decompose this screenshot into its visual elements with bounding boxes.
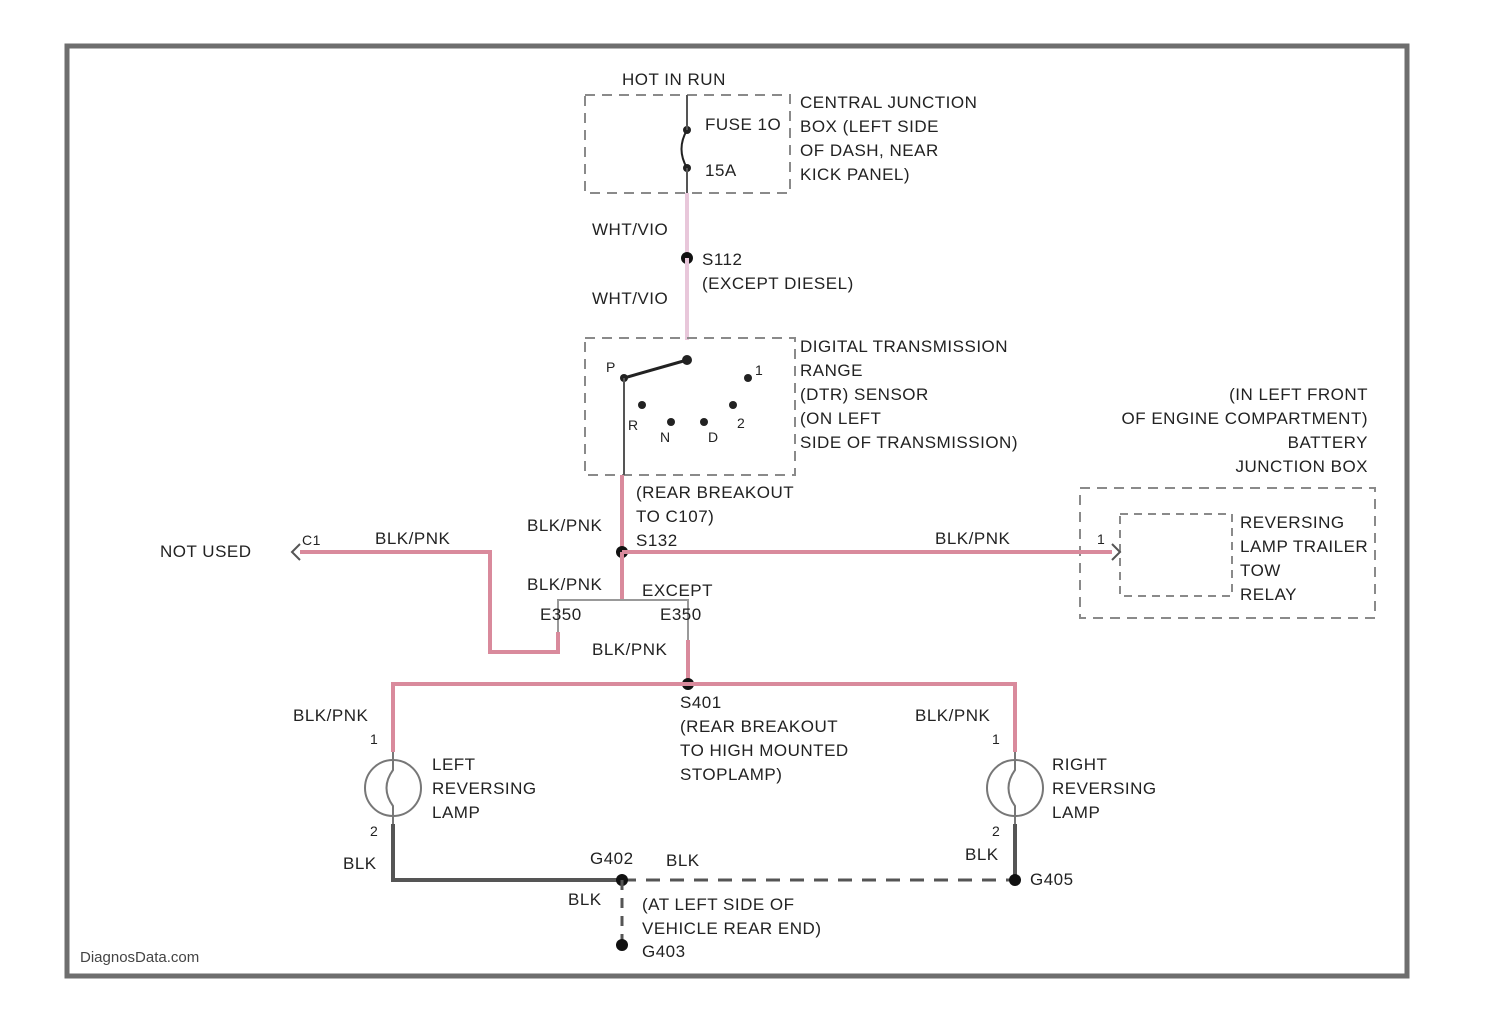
s132-label: S132 — [636, 531, 678, 550]
s401-label-4: STOPLAMP) — [680, 765, 782, 784]
bjb-label-line4: JUNCTION BOX — [1235, 457, 1368, 476]
rear-breakout-label-2: TO C107) — [636, 507, 714, 526]
dtr-label-line2: RANGE — [800, 361, 863, 380]
left-lamp-label-1: LEFT — [432, 755, 476, 774]
left-lamp-pin-2: 2 — [370, 823, 378, 839]
fuse-label: FUSE 1O — [705, 115, 781, 134]
right-lamp-label-2: REVERSING — [1052, 779, 1157, 798]
left-lamp-label-3: LAMP — [432, 803, 480, 822]
blk-label-left: BLK — [343, 854, 377, 873]
left-reversing-lamp-icon — [365, 752, 421, 824]
wht-vio-label-1: WHT/VIO — [592, 220, 668, 239]
blk-pnk-wire-not-used — [300, 552, 558, 652]
ground-location-label-2: VEHICLE REAR END) — [642, 919, 821, 938]
right-reversing-lamp-icon — [987, 752, 1043, 824]
dtr-label-line1: DIGITAL TRANSMISSION — [800, 337, 1008, 356]
blk-pnk-wire-left-lamp — [393, 684, 688, 752]
not-used-label: NOT USED — [160, 542, 252, 561]
ground-location-label-1: (AT LEFT SIDE OF — [642, 895, 795, 914]
s112-sub-label: (EXCEPT DIESEL) — [702, 274, 854, 293]
g402-label: G402 — [590, 849, 634, 868]
dtr-label-line5: SIDE OF TRANSMISSION) — [800, 433, 1018, 452]
e350-label-b: E350 — [660, 605, 702, 624]
not-used-connector — [292, 544, 300, 560]
dtr-pin-r: R — [628, 417, 639, 433]
s401-label-3: TO HIGH MOUNTED — [680, 741, 849, 760]
fuse-amp-label: 15A — [705, 161, 737, 180]
relay-pin-1: 1 — [1097, 531, 1105, 547]
e350-label-a: E350 — [540, 605, 582, 624]
dtr-pin-2: 2 — [737, 415, 745, 431]
g405-label: G405 — [1030, 870, 1074, 889]
cjb-label-line4: KICK PANEL) — [800, 165, 910, 184]
blk-label-center: BLK — [568, 890, 602, 909]
watermark-text: DiagnosData.com — [80, 949, 199, 966]
dtr-pin-p: P — [606, 359, 616, 375]
blk-pnk-label-top: BLK/PNK — [527, 516, 602, 535]
dtr-pin-d: D — [708, 429, 719, 445]
blk-pnk-label-right: BLK/PNK — [935, 529, 1010, 548]
blk-wire-left-ground — [393, 824, 622, 880]
cjb-label-line1: CENTRAL JUNCTION — [800, 93, 977, 112]
blk-label-ground: BLK — [666, 851, 700, 870]
s112-label: S112 — [702, 250, 742, 269]
relay-outline — [1120, 514, 1232, 596]
bjb-label-line1: (IN LEFT FRONT — [1229, 385, 1368, 404]
blk-pnk-label-lower: BLK/PNK — [592, 640, 667, 659]
fuse-symbol — [682, 95, 692, 193]
relay-label-line4: RELAY — [1240, 585, 1297, 604]
s401-label-2: (REAR BREAKOUT — [680, 717, 838, 736]
cjb-label-line3: OF DASH, NEAR — [800, 141, 939, 160]
relay-label-line1: REVERSING — [1240, 513, 1345, 532]
bjb-label-line2: OF ENGINE COMPARTMENT) — [1122, 409, 1369, 428]
right-lamp-label-1: RIGHT — [1052, 755, 1107, 774]
ground-g405 — [1009, 874, 1021, 886]
ground-g403 — [616, 939, 628, 951]
blk-pnk-label-mid: BLK/PNK — [527, 575, 602, 594]
dtr-switch — [620, 355, 752, 475]
s401-label-1: S401 — [680, 693, 722, 712]
blk-pnk-label-right-lamp: BLK/PNK — [915, 706, 990, 725]
wht-vio-label-2: WHT/VIO — [592, 289, 668, 308]
relay-label-line3: TOW — [1240, 561, 1281, 580]
blk-pnk-label-left: BLK/PNK — [375, 529, 450, 548]
bjb-label-line3: BATTERY — [1288, 433, 1368, 452]
right-lamp-pin-2: 2 — [992, 823, 1000, 839]
relay-label-line2: LAMP TRAILER — [1240, 537, 1368, 556]
left-lamp-pin-1: 1 — [370, 731, 378, 747]
diagram-frame — [67, 46, 1407, 976]
right-lamp-pin-1: 1 — [992, 731, 1000, 747]
dtr-pin-1: 1 — [755, 362, 763, 378]
dtr-label-line4: (ON LEFT — [800, 409, 881, 428]
left-lamp-label-2: REVERSING — [432, 779, 537, 798]
dtr-pin-n: N — [660, 429, 671, 445]
relay-connector — [1112, 544, 1120, 560]
blk-label-right: BLK — [965, 845, 999, 864]
except-label: EXCEPT — [642, 581, 713, 600]
rear-breakout-label-1: (REAR BREAKOUT — [636, 483, 794, 502]
hot-in-run-label: HOT IN RUN — [622, 70, 726, 89]
cjb-label-line2: BOX (LEFT SIDE — [800, 117, 939, 136]
c1-pin-label: C1 — [302, 532, 321, 548]
blk-pnk-label-left-lamp: BLK/PNK — [293, 706, 368, 725]
right-lamp-label-3: LAMP — [1052, 803, 1100, 822]
g403-label: G403 — [642, 942, 686, 961]
dtr-label-line3: (DTR) SENSOR — [800, 385, 929, 404]
